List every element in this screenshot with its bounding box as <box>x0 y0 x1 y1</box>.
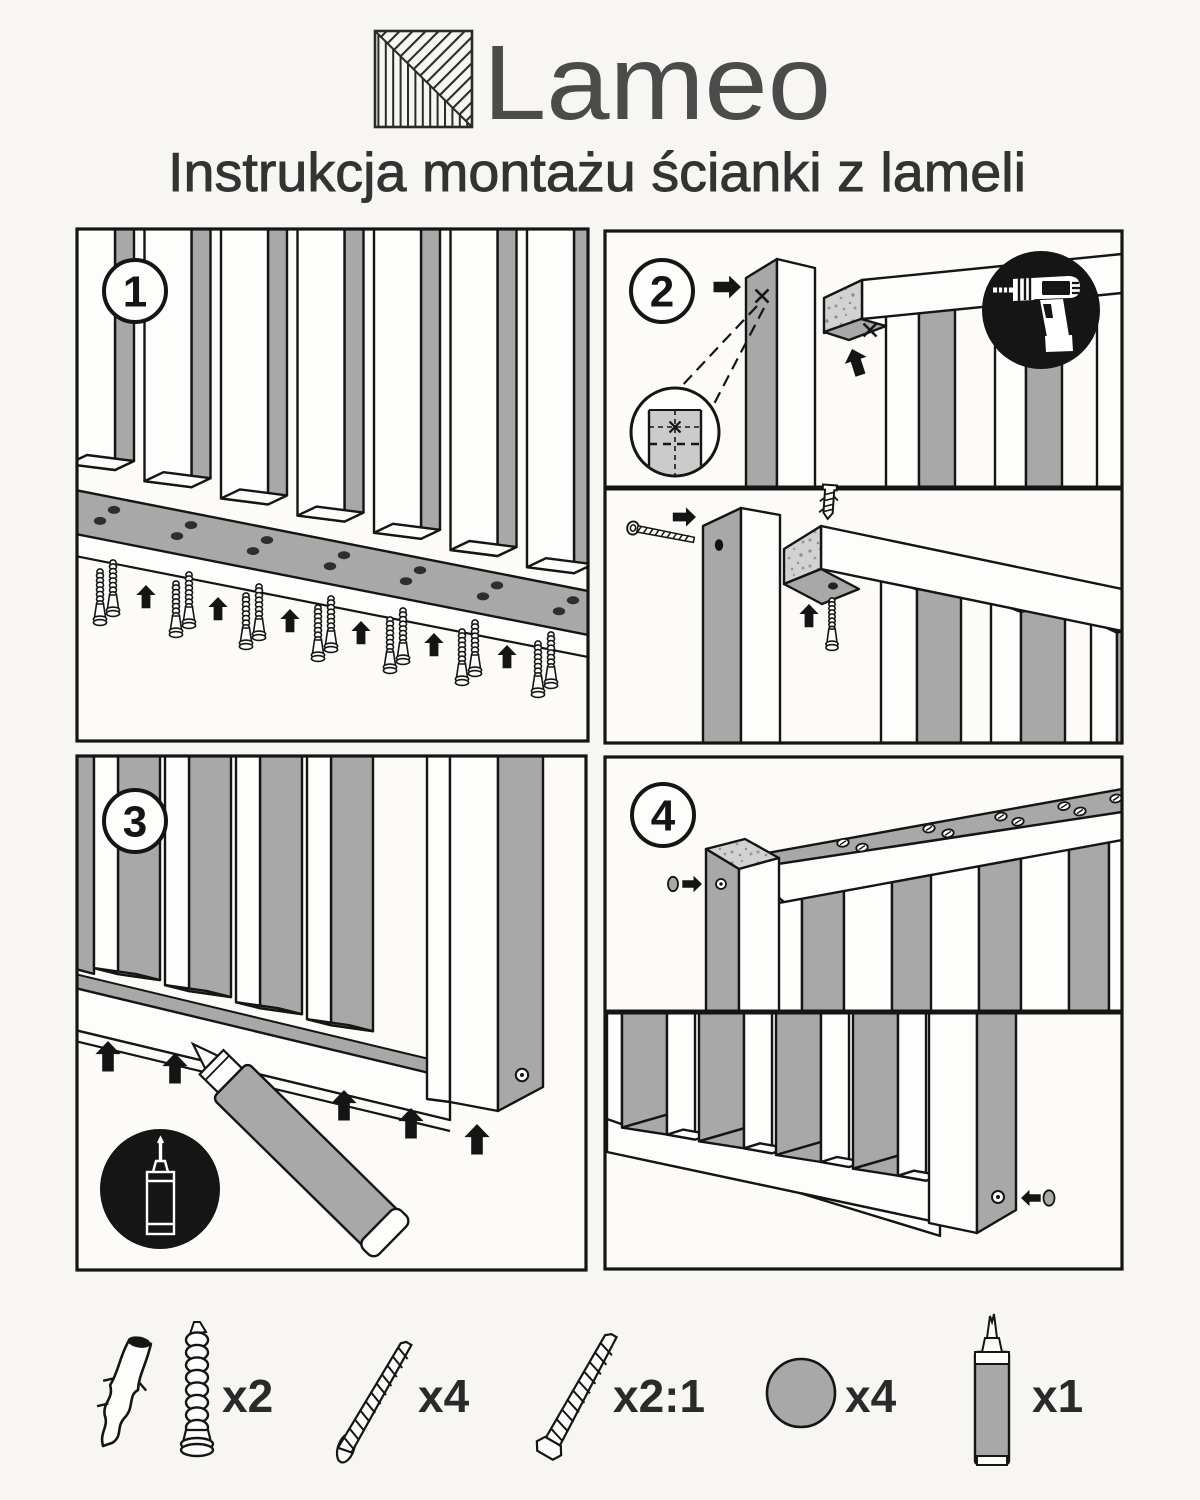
svg-text:x2:1: x2:1 <box>613 1370 705 1422</box>
svg-text:3: 3 <box>123 798 147 847</box>
svg-text:x4: x4 <box>845 1370 897 1422</box>
svg-text:1: 1 <box>123 268 147 317</box>
svg-text:2: 2 <box>650 268 674 317</box>
svg-text:Instrukcja montażu ścianki z l: Instrukcja montażu ścianki z lameli <box>168 141 1026 203</box>
svg-text:Lameo: Lameo <box>483 24 831 142</box>
svg-text:4: 4 <box>651 792 676 841</box>
svg-text:x4: x4 <box>418 1370 470 1422</box>
svg-text:x1: x1 <box>1032 1370 1083 1422</box>
svg-text:x2: x2 <box>222 1370 273 1422</box>
